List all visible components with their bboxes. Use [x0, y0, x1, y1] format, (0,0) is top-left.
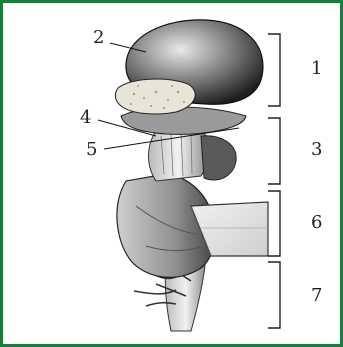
- brainstem-illustration: 2 4 5 1 3 6 7: [6, 6, 343, 347]
- bracket-3: [268, 118, 280, 184]
- bracket-7: [268, 262, 280, 328]
- label-2: 2: [93, 27, 104, 48]
- bracket-1: [268, 34, 280, 106]
- bracket-6: [268, 191, 280, 256]
- label-1: 1: [311, 58, 322, 79]
- label-4: 4: [80, 107, 91, 128]
- midbrain: [149, 128, 209, 181]
- label-3: 3: [311, 139, 322, 160]
- label-6: 6: [311, 212, 322, 233]
- label-7: 7: [311, 285, 322, 306]
- cut-surface: [115, 79, 195, 114]
- label-5: 5: [86, 139, 97, 160]
- peduncle: [201, 136, 236, 180]
